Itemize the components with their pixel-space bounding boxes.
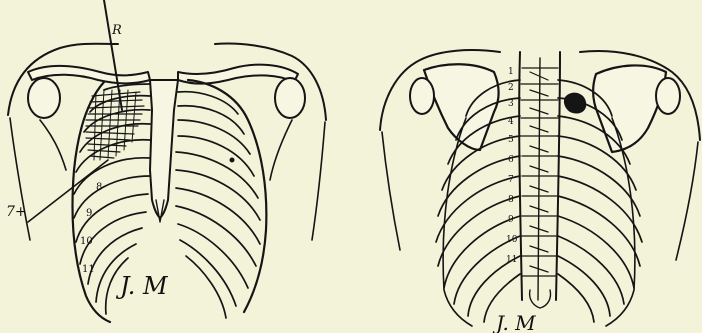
sternum — [150, 80, 178, 218]
back-thorax-view: 1 2 3 4 5 6 7 8 9 10 11 — [380, 50, 700, 333]
front-pointer-label-7plus: 7+ — [6, 204, 27, 220]
back-right-scapula — [593, 65, 666, 152]
vertebra-label: 1 — [508, 67, 514, 77]
front-pointer-line-top — [104, 0, 122, 110]
front-right-ribcage — [176, 80, 266, 318]
left-lung-outline — [73, 82, 111, 322]
front-left-arm-line — [10, 118, 30, 240]
rib-number: 11 — [82, 264, 95, 275]
front-marker-dot — [230, 158, 235, 163]
back-vertebra-labels: 1 2 3 4 5 6 7 8 9 10 11 — [506, 67, 518, 265]
front-right-humeral-head — [275, 78, 305, 118]
vertebra-label: 7 — [508, 175, 514, 185]
back-left-arm-line — [382, 132, 400, 250]
back-right-arm-line — [676, 142, 698, 260]
front-pointer-label-r: R — [111, 23, 122, 38]
front-right-arm-line — [312, 122, 325, 240]
front-signature: J. M — [115, 272, 169, 300]
back-left-humeral-head — [410, 78, 434, 114]
rib-number: 8 — [96, 182, 102, 193]
rib-number: 10 — [80, 236, 93, 247]
back-right-humeral-head — [656, 78, 680, 114]
front-left-humeral-head — [28, 78, 60, 118]
back-signature: J. M — [492, 311, 536, 333]
right-lung-outline — [188, 80, 266, 312]
front-thorax-view: 8 9 10 11 R 7+ J. M — [6, 0, 326, 322]
rib-number: 9 — [86, 208, 92, 219]
vertebra-label: 3 — [508, 99, 514, 109]
front-left-scapula-edge — [40, 120, 66, 170]
front-right-scapula-edge — [270, 120, 292, 180]
back-spine — [519, 52, 560, 308]
front-apex-shading — [86, 90, 144, 160]
vertebra-label: 2 — [508, 83, 514, 93]
back-lesion-mark — [564, 93, 586, 114]
